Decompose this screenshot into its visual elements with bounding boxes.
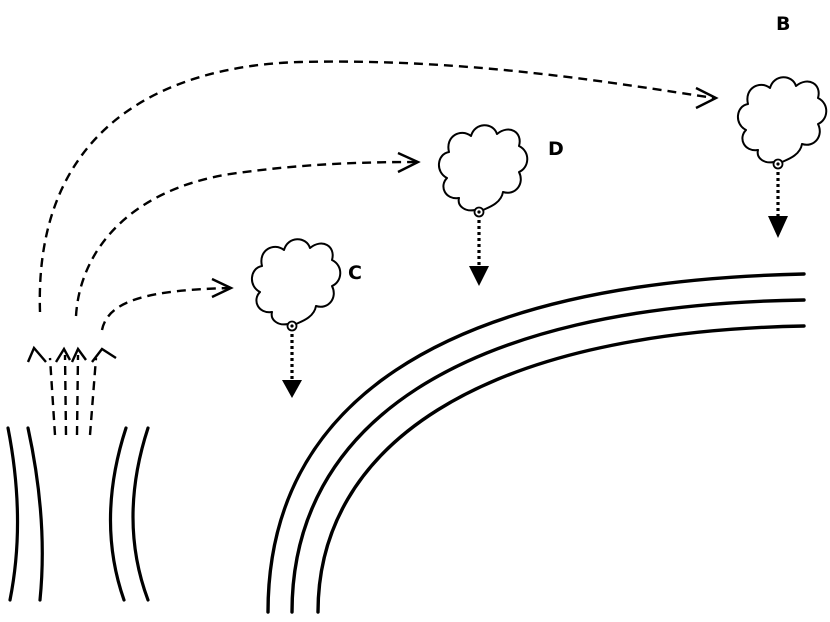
label-b: B — [776, 13, 790, 35]
ground-layers — [266, 272, 806, 614]
ash-cloud-c — [250, 238, 342, 332]
fallout-arrow-c — [282, 380, 302, 398]
trajectory-to-c — [100, 277, 234, 331]
label-d: D — [548, 138, 564, 160]
ash-cloud-d — [437, 124, 529, 218]
volcano-vent — [6, 426, 150, 602]
eruption-jets — [26, 345, 117, 436]
ash-cloud-b — [736, 76, 828, 170]
trajectory-to-d — [74, 151, 421, 317]
label-c: C — [348, 262, 362, 284]
trajectory-to-b — [38, 60, 719, 313]
fallout-arrow-d — [469, 266, 489, 286]
fallout-arrow-b — [768, 216, 788, 238]
